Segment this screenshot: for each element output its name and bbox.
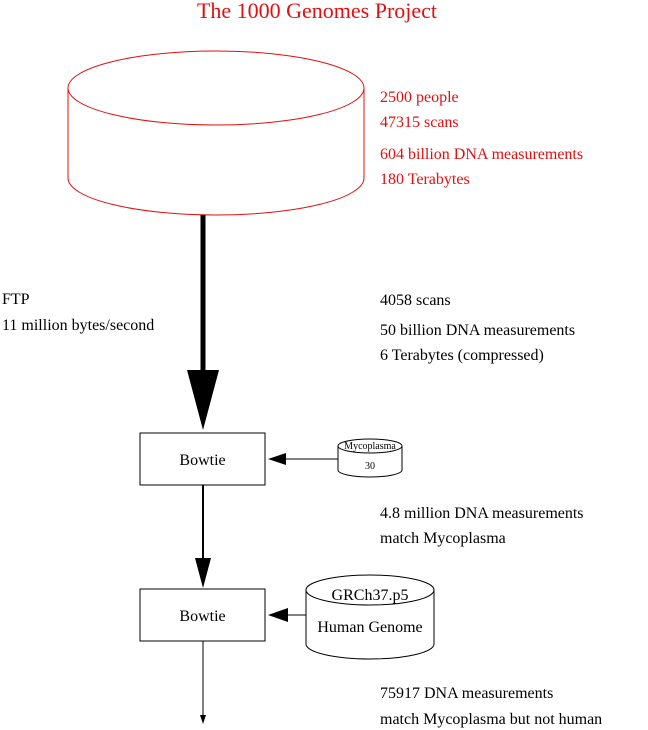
download-stat-measurements: 50 billion DNA measurements: [380, 322, 575, 339]
human-genome-db-name: GRCh37.p5: [332, 587, 409, 604]
download-stat-size: 6 Terabytes (compressed): [380, 347, 544, 364]
source-stat-size: 180 Terabytes: [380, 171, 470, 188]
diagram-title: The 1000 Genomes Project: [197, 0, 437, 23]
source-stat-people: 2500 people: [380, 89, 459, 106]
source-stat-measurements: 604 billion DNA measurements: [380, 146, 583, 163]
bowtie-1-result-line-2: match Mycoplasma: [380, 530, 506, 547]
mycoplasma-database-cylinder: [337, 438, 403, 478]
human-genome-database-cylinder: [305, 574, 435, 660]
transfer-method: FTP: [2, 291, 30, 308]
mycoplasma-db-name: Mycoplasma: [344, 441, 396, 452]
mycoplasma-input-arrow: [268, 453, 338, 465]
mycoplasma-db-count: 30: [365, 461, 375, 472]
bowtie-label-2: Bowtie: [179, 608, 225, 625]
source-stat-scans: 47315 scans: [380, 114, 459, 131]
human-genome-input-arrow: [268, 608, 306, 622]
bowtie-chain-arrow: [195, 485, 211, 588]
human-genome-db-subtitle: Human Genome: [317, 619, 422, 636]
bowtie-2-result-line-1: 75917 DNA measurements: [380, 685, 553, 702]
bowtie-label-1: Bowtie: [179, 452, 225, 469]
bowtie-2-result-line-2: match Mycoplasma but not human: [380, 711, 602, 728]
final-output-arrow: [200, 641, 206, 724]
ftp-download-arrow: [187, 215, 219, 430]
source-database-cylinder: [67, 50, 365, 216]
download-stat-scans: 4058 scans: [380, 292, 451, 309]
transfer-rate: 11 million bytes/second: [2, 317, 154, 334]
bowtie-1-result-line-1: 4.8 million DNA measurements: [380, 505, 584, 522]
